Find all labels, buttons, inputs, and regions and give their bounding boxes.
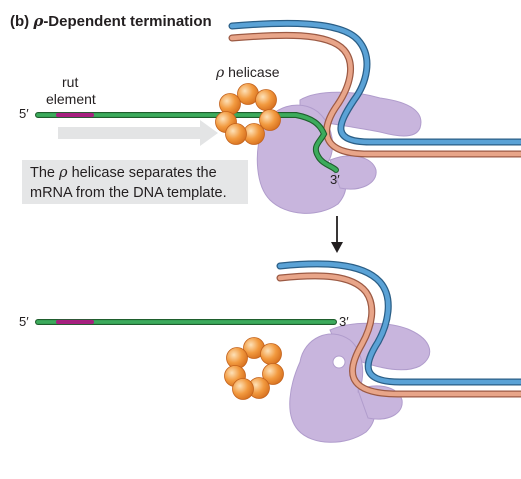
rho-helicase-top bbox=[215, 83, 281, 145]
rut-label-line2: element bbox=[46, 91, 96, 107]
caption-box: The ρ helicase separates the mRNA from t… bbox=[22, 160, 248, 204]
mrna-top bbox=[35, 112, 339, 173]
rho-helicase-bottom bbox=[224, 337, 284, 400]
helicase-label: ρ helicase bbox=[216, 64, 280, 81]
dna-bottom bbox=[276, 260, 521, 398]
caption-line2: mRNA from the DNA template. bbox=[30, 185, 227, 201]
five-prime-top: 5′ bbox=[19, 106, 29, 121]
five-prime-bottom: 5′ bbox=[19, 314, 29, 329]
helicase-rho: ρ bbox=[216, 65, 225, 81]
three-prime-top: 3′ bbox=[330, 172, 340, 187]
three-prime-bottom: 3′ bbox=[339, 314, 349, 329]
panel-title: (b) ρ-Dependent termination bbox=[10, 12, 212, 30]
step-arrow bbox=[331, 216, 343, 253]
caption-part1: The bbox=[30, 165, 60, 181]
title-rho: ρ bbox=[33, 12, 44, 30]
caption-rho: ρ bbox=[59, 165, 68, 181]
bottom-panel bbox=[35, 260, 521, 443]
dna-top bbox=[228, 19, 521, 158]
helicase-word: helicase bbox=[228, 64, 280, 80]
panel-letter: (b) bbox=[10, 13, 30, 30]
caption-part2: helicase separates the bbox=[67, 165, 217, 181]
title-text: -Dependent termination bbox=[43, 13, 212, 30]
translocation-arrow bbox=[58, 120, 218, 146]
top-panel bbox=[35, 19, 521, 253]
rna-polymerase-top bbox=[256, 91, 422, 214]
rut-label-line1: rut bbox=[62, 74, 79, 90]
caption-line1: The ρ helicase separates the bbox=[30, 163, 240, 183]
